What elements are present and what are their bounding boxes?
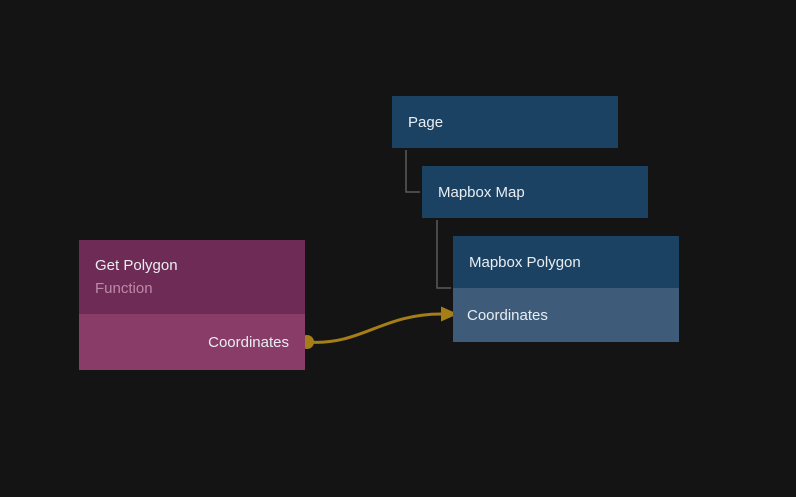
- node-type-label: Function: [95, 280, 153, 297]
- input-port-coordinates[interactable]: Coordinates: [453, 288, 679, 342]
- node-mapbox-polygon[interactable]: Mapbox Polygon Coordinates: [453, 236, 679, 342]
- node-title: Mapbox Polygon: [469, 253, 581, 271]
- node-page[interactable]: Page: [392, 96, 618, 148]
- connection-wire[interactable]: [306, 312, 443, 344]
- node-get-polygon[interactable]: Get Polygon Function Coordinates: [79, 240, 305, 370]
- node-title: Page: [408, 113, 444, 131]
- tree-connector-line: [405, 150, 420, 193]
- node-title: Get Polygon: [95, 257, 178, 274]
- output-port-coordinates[interactable]: Coordinates: [79, 314, 305, 370]
- node-mapbox-map[interactable]: Mapbox Map: [422, 166, 648, 218]
- node-mapbox-polygon-header[interactable]: Mapbox Polygon: [453, 236, 679, 288]
- node-title: Mapbox Map: [438, 183, 525, 201]
- input-port-label: Coordinates: [467, 306, 548, 324]
- output-port-label: Coordinates: [208, 333, 289, 351]
- tree-connector-line: [436, 220, 451, 289]
- node-get-polygon-header[interactable]: Get Polygon Function: [79, 240, 305, 314]
